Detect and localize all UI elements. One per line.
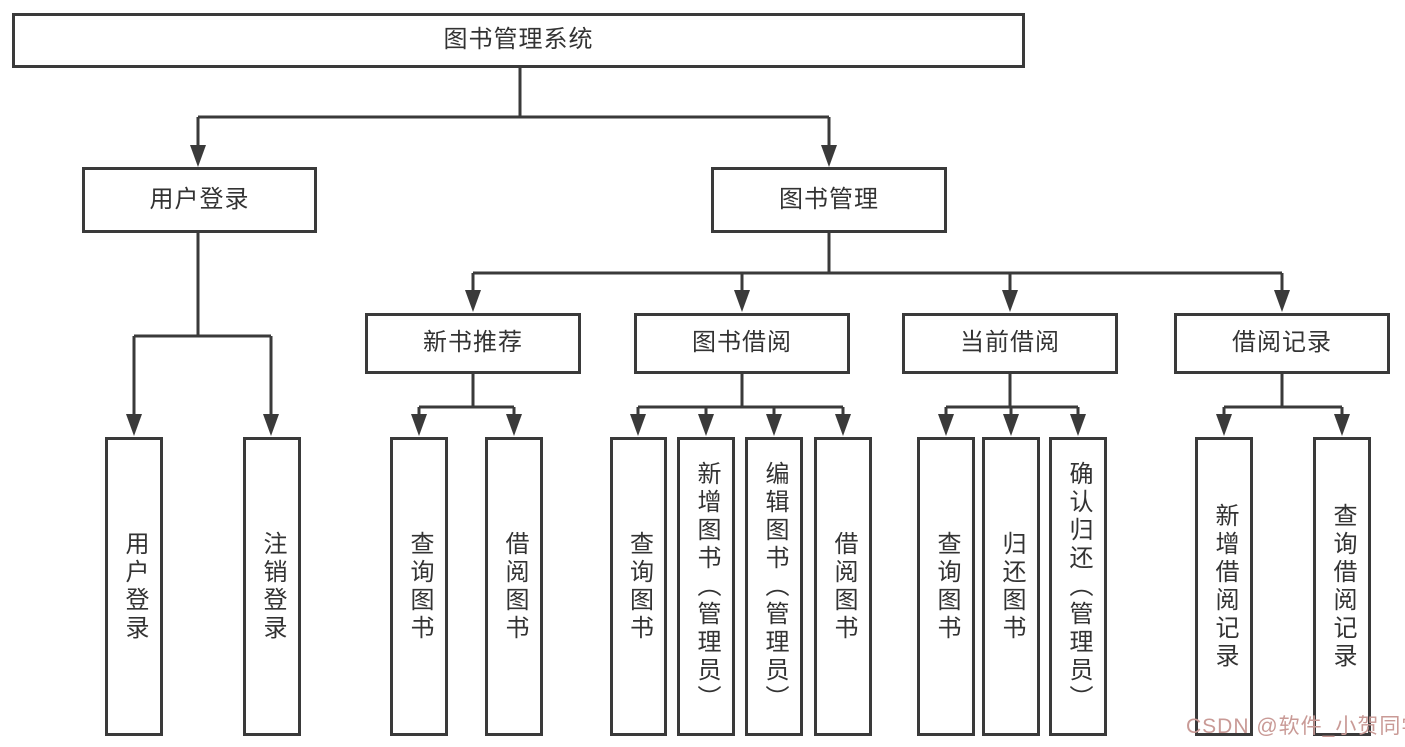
leaf-return-book: 归还图书 <box>982 437 1040 736</box>
leaf-query-book-1: 查询图书 <box>390 437 448 736</box>
node-borrow-records-label: 借阅记录 <box>1232 329 1332 357</box>
leaf-query-book-3: 查询图书 <box>917 437 975 736</box>
leaf-borrow-book-2: 借阅图书 <box>814 437 872 736</box>
node-borrow-records: 借阅记录 <box>1174 313 1390 374</box>
connector-new-book-rec-children <box>411 373 522 436</box>
leaf-query-record-label: 查询借阅记录 <box>1329 502 1356 671</box>
node-book-mgmt-label: 图书管理 <box>779 185 879 213</box>
leaf-add-book: 新增图书（管理员） <box>677 437 735 736</box>
connector-root-children <box>190 68 837 167</box>
leaf-borrow-book-2-label: 借阅图书 <box>830 530 857 643</box>
leaf-query-book-2-label: 查询图书 <box>625 530 653 643</box>
leaf-confirm-return: 确认归还（管理员） <box>1049 437 1107 736</box>
node-root-label: 图书管理系统 <box>443 26 594 54</box>
node-user-login: 用户登录 <box>82 167 317 233</box>
connector-book-borrow-children <box>630 373 851 436</box>
leaf-return-book-label: 归还图书 <box>998 530 1025 643</box>
leaf-logout: 注销登录 <box>243 437 301 736</box>
leaf-add-record-label: 新增借阅记录 <box>1211 502 1238 671</box>
leaf-user-login-label: 用户登录 <box>121 530 148 643</box>
connector-book-mgmt-children <box>465 232 1290 312</box>
leaf-borrow-book-1: 借阅图书 <box>485 437 543 736</box>
node-book-borrow: 图书借阅 <box>634 313 850 374</box>
node-current-borrow: 当前借阅 <box>902 313 1118 374</box>
leaf-query-book-2: 查询图书 <box>610 437 667 736</box>
leaf-edit-book-label: 编辑图书（管理员） <box>761 460 788 713</box>
leaf-query-record: 查询借阅记录 <box>1313 437 1371 736</box>
node-new-book-rec-label: 新书推荐 <box>423 329 523 357</box>
leaf-add-record: 新增借阅记录 <box>1195 437 1253 736</box>
leaf-edit-book: 编辑图书（管理员） <box>745 437 803 736</box>
node-current-borrow-label: 当前借阅 <box>960 329 1060 357</box>
leaf-user-login: 用户登录 <box>105 437 163 736</box>
node-book-borrow-label: 图书借阅 <box>692 329 792 357</box>
connector-user-login-children <box>126 232 279 436</box>
leaf-query-book-1-label: 查询图书 <box>406 530 433 643</box>
leaf-query-book-3-label: 查询图书 <box>933 530 960 643</box>
leaf-confirm-return-label: 确认归还（管理员） <box>1065 460 1092 713</box>
leaf-add-book-label: 新增图书（管理员） <box>693 460 720 713</box>
node-new-book-rec: 新书推荐 <box>365 313 581 374</box>
connector-borrow-records-children <box>1216 373 1350 436</box>
leaf-logout-label: 注销登录 <box>259 530 286 643</box>
leaf-borrow-book-1-label: 借阅图书 <box>501 530 528 643</box>
node-book-mgmt: 图书管理 <box>711 167 947 233</box>
node-user-login-label: 用户登录 <box>149 185 250 213</box>
node-root: 图书管理系统 <box>12 13 1025 68</box>
connector-current-borrow-children <box>938 373 1086 436</box>
